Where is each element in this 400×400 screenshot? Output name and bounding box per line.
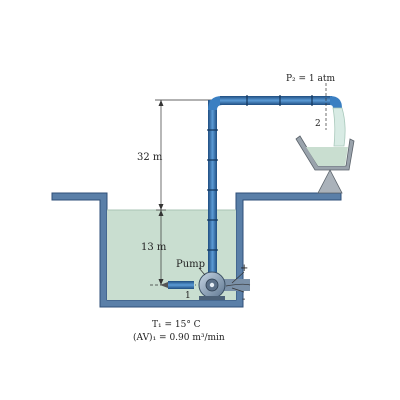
suction-pipe xyxy=(168,281,194,289)
pump-outlet-nozzle xyxy=(224,279,250,291)
lead-negative xyxy=(231,287,245,293)
tank-water xyxy=(306,147,348,166)
pump xyxy=(198,271,251,300)
plus-label: + xyxy=(240,263,248,274)
dimension-arrow-mid-up xyxy=(158,210,164,216)
discharge-pipe-vertical xyxy=(208,100,217,276)
tank-support xyxy=(317,169,343,194)
pump-outlet-pipe xyxy=(225,283,251,287)
pump-shaft xyxy=(209,282,215,288)
point1-label: 1 xyxy=(185,291,191,301)
pipe-flanges xyxy=(207,95,313,251)
pump-label: Pump xyxy=(176,259,205,270)
point2-label: 2 xyxy=(315,119,321,129)
height-lower-label: 13 m xyxy=(141,242,167,253)
temperature-label: T₁ = 15° C xyxy=(152,320,201,330)
outflow-stream xyxy=(332,107,346,147)
discharge-pipe-elbow xyxy=(208,96,222,110)
lead-positive xyxy=(231,271,245,284)
pump-base xyxy=(199,296,225,300)
pump-label-leader xyxy=(198,267,206,276)
flow-rate-label: (AV)₁ = 0.90 m³/min xyxy=(133,332,225,343)
minus-label: - xyxy=(242,294,245,305)
height-upper-label: 32 m xyxy=(137,152,163,163)
suction-inlet-arrow xyxy=(160,282,168,288)
p2-label: P₂ = 1 atm xyxy=(286,74,335,84)
discharge-pipe-horizontal xyxy=(220,96,332,105)
dimension-arrow-mid-down xyxy=(158,204,164,210)
discharge-pipe-outlet xyxy=(330,96,342,108)
dimension-arrow-up xyxy=(158,100,164,106)
dimension-arrow-down xyxy=(158,279,164,285)
receiving-tank xyxy=(295,135,355,171)
